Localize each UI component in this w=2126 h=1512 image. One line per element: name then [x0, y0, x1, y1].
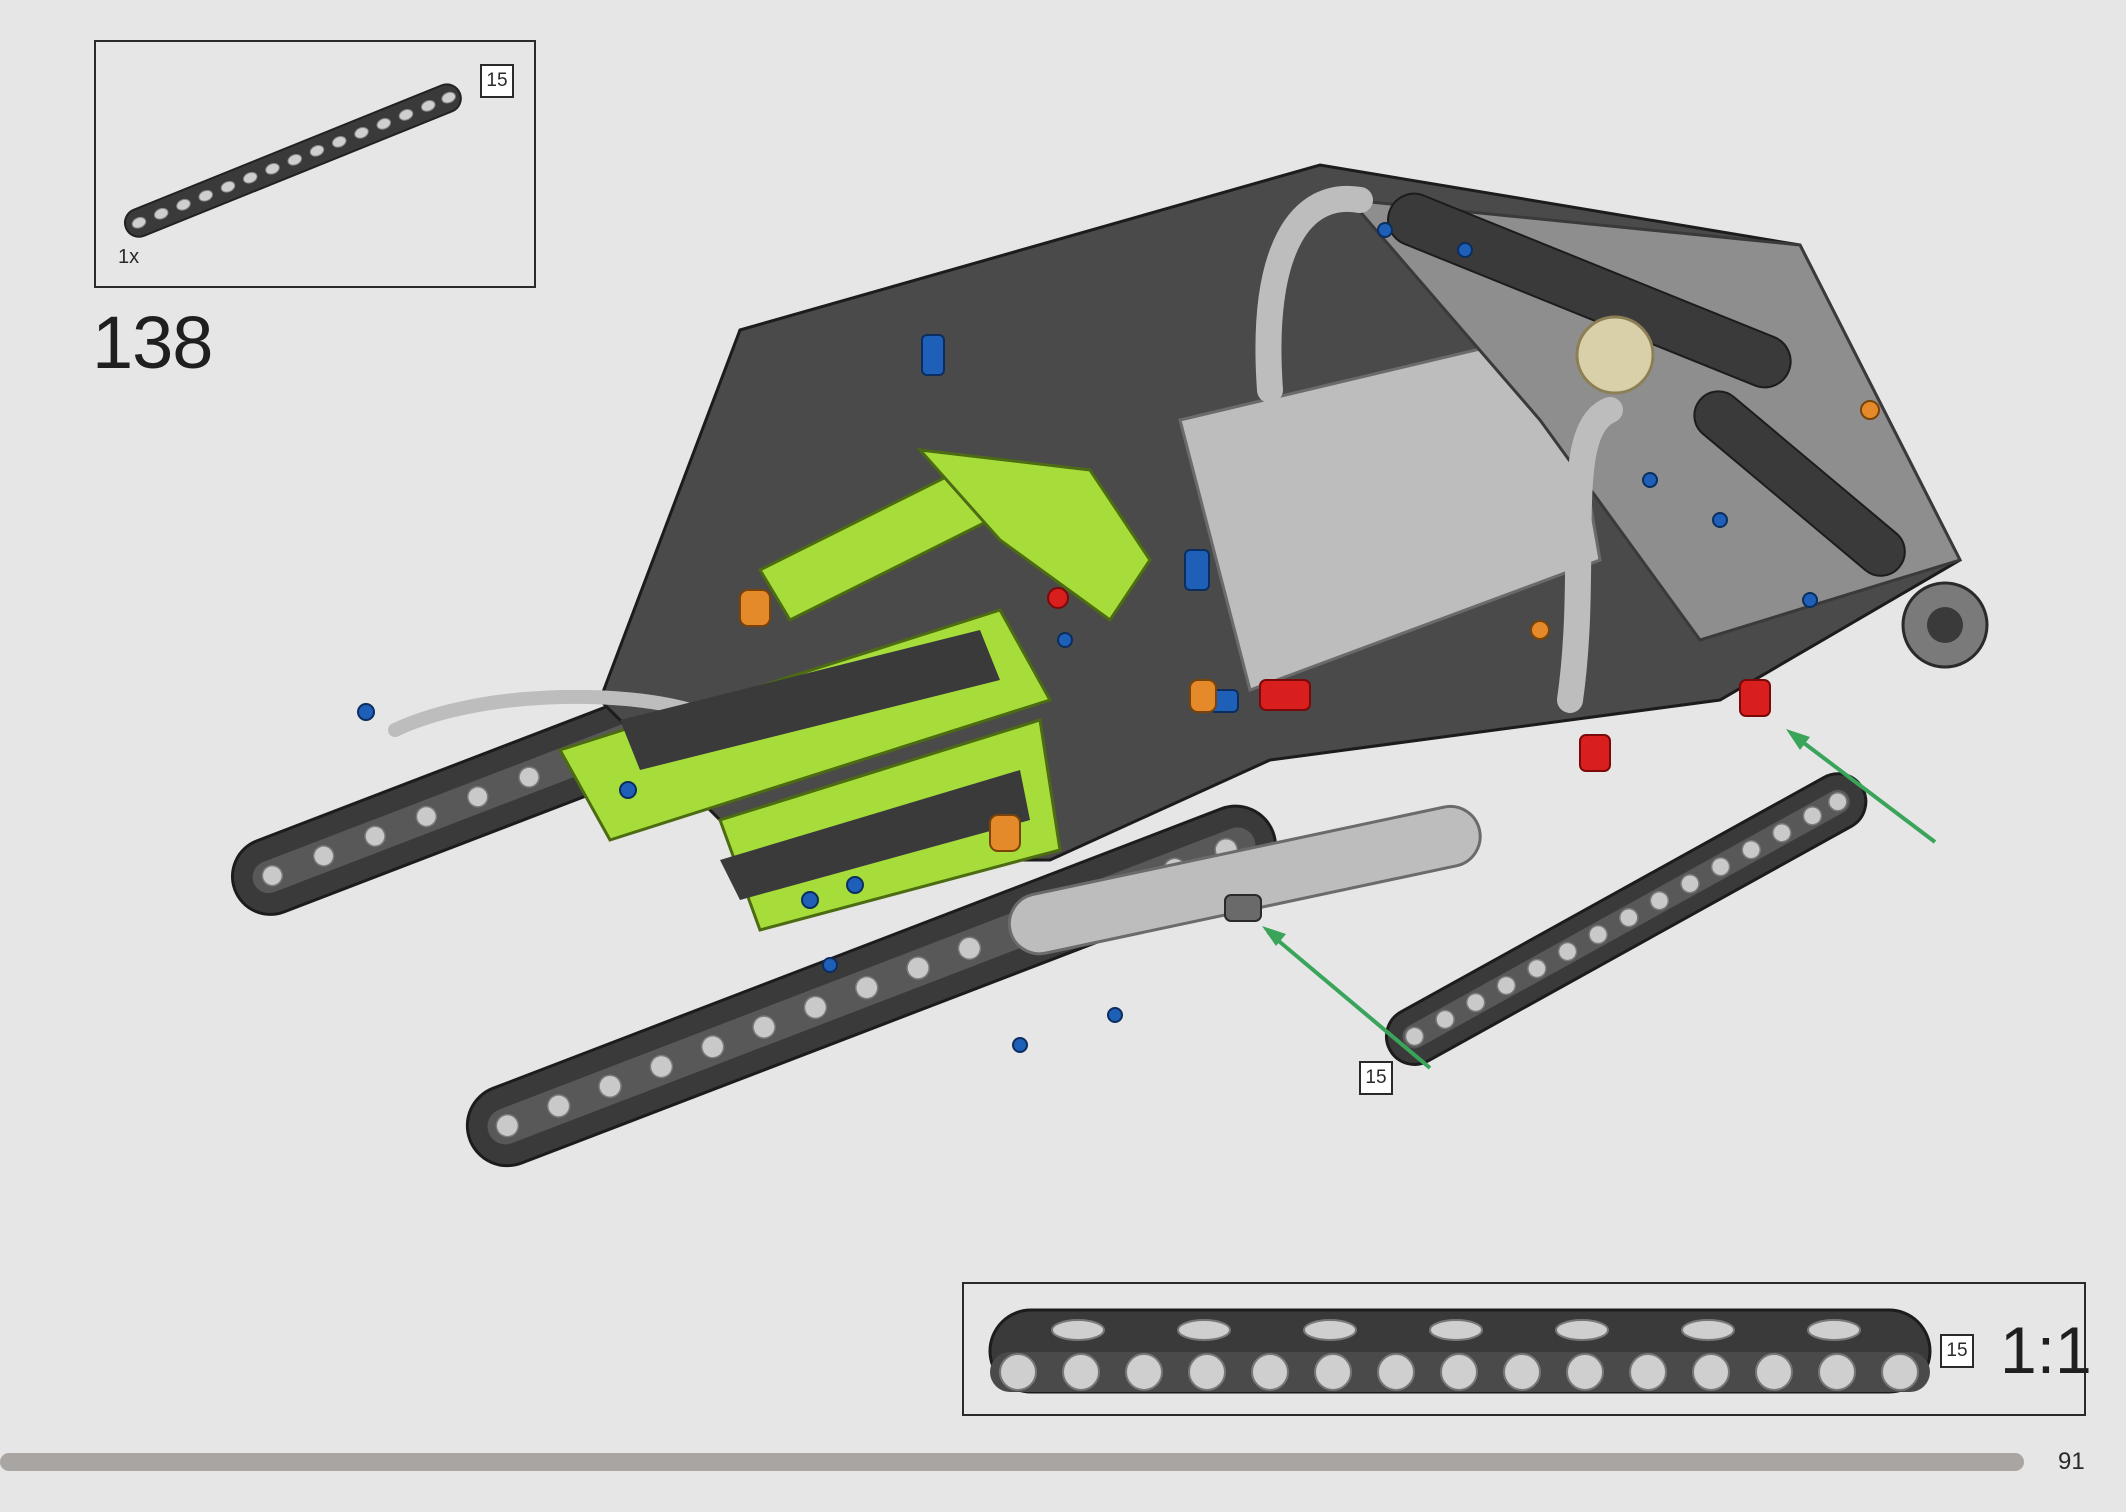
tan-gear — [1575, 315, 1655, 395]
new-beam-length-tag: 15 — [1359, 1061, 1393, 1095]
beam-15-part-icon — [123, 83, 462, 238]
red-pins — [1047, 587, 1771, 772]
parts-callout: 15 1x — [94, 40, 536, 288]
scale-label: 1:1 — [2000, 1313, 2092, 1387]
scale-callout: 15 1:1 — [962, 1282, 2092, 1416]
page-number: 91 — [2058, 1448, 2085, 1475]
new-beam-15 — [1384, 772, 1868, 1066]
lime-seat-upper — [757, 448, 1152, 623]
beam-15-scale-icon — [988, 1308, 1932, 1394]
part-quantity: 1x — [118, 246, 140, 268]
rear-frame — [1346, 198, 1963, 642]
orange-bushes — [739, 400, 1880, 852]
part-length-tag: 15 — [480, 64, 514, 98]
assembly-arrows — [1262, 729, 1937, 1070]
page-progress-bar — [0, 1453, 2024, 1471]
lime-seat-lower — [557, 608, 1062, 932]
engine-block — [1178, 328, 1602, 692]
scale-length-tag: 15 — [1940, 1334, 1974, 1368]
step-number: 138 — [92, 301, 213, 384]
